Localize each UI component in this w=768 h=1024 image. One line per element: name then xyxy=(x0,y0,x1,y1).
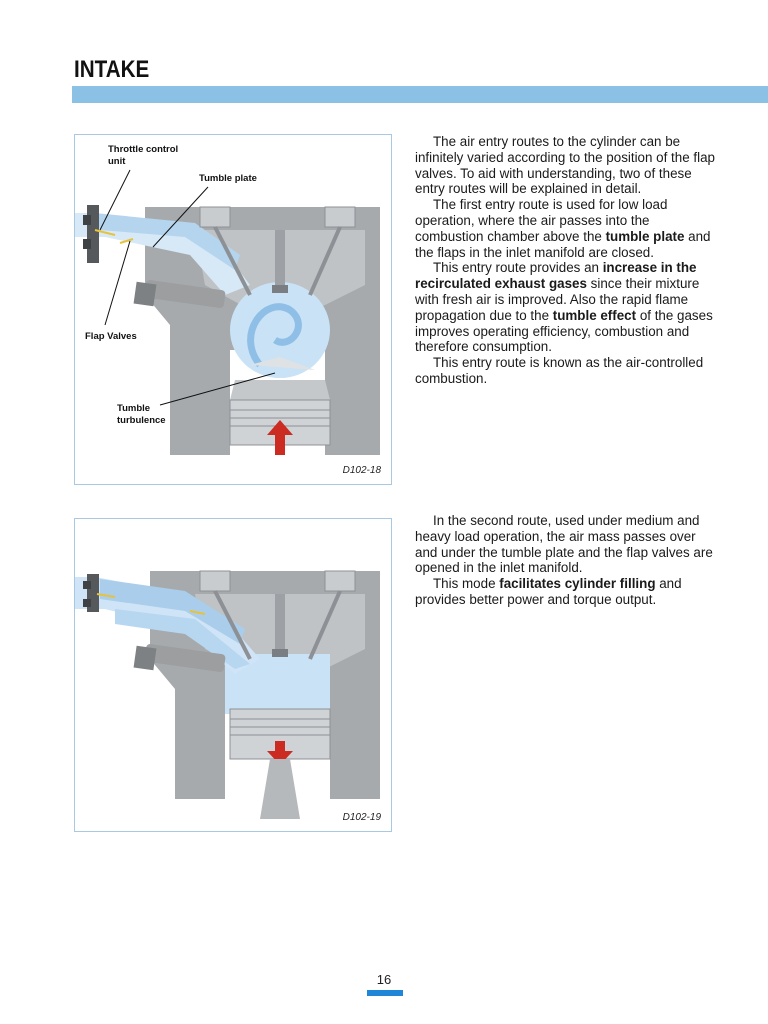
paragraph: The air entry routes to the cylinder can… xyxy=(415,134,715,197)
label-tumble-turbulence: Tumble turbulence xyxy=(117,403,177,427)
page-number: 16 xyxy=(0,972,768,987)
figure-code: D102-18 xyxy=(343,465,381,476)
body-text-low-load: The air entry routes to the cylinder can… xyxy=(415,134,715,387)
label-flap-valves: Flap Valves xyxy=(85,331,137,343)
engine-illustration-high-load xyxy=(75,519,391,831)
body-text-high-load: In the second route, used under medium a… xyxy=(415,513,715,608)
label-throttle-control-unit: Throttle control unit xyxy=(108,144,198,168)
paragraph: This entry route provides an increase in… xyxy=(415,260,715,355)
page-number-bar xyxy=(367,990,403,996)
paragraph: The first entry route is used for low lo… xyxy=(415,197,715,260)
engine-illustration-low-load xyxy=(75,135,391,484)
label-tumble-plate: Tumble plate xyxy=(199,173,257,185)
figure-code: D102-19 xyxy=(343,812,381,823)
figure-low-load: Throttle control unit Tumble plate Flap … xyxy=(74,134,392,485)
title-accent-bar xyxy=(72,86,768,103)
figure-high-load: D102-19 xyxy=(74,518,392,832)
paragraph: In the second route, used under medium a… xyxy=(415,513,715,576)
page-title: INTAKE xyxy=(74,56,149,84)
paragraph: This entry route is known as the air-con… xyxy=(415,355,715,387)
paragraph: This mode facilitates cylinder filling a… xyxy=(415,576,715,608)
